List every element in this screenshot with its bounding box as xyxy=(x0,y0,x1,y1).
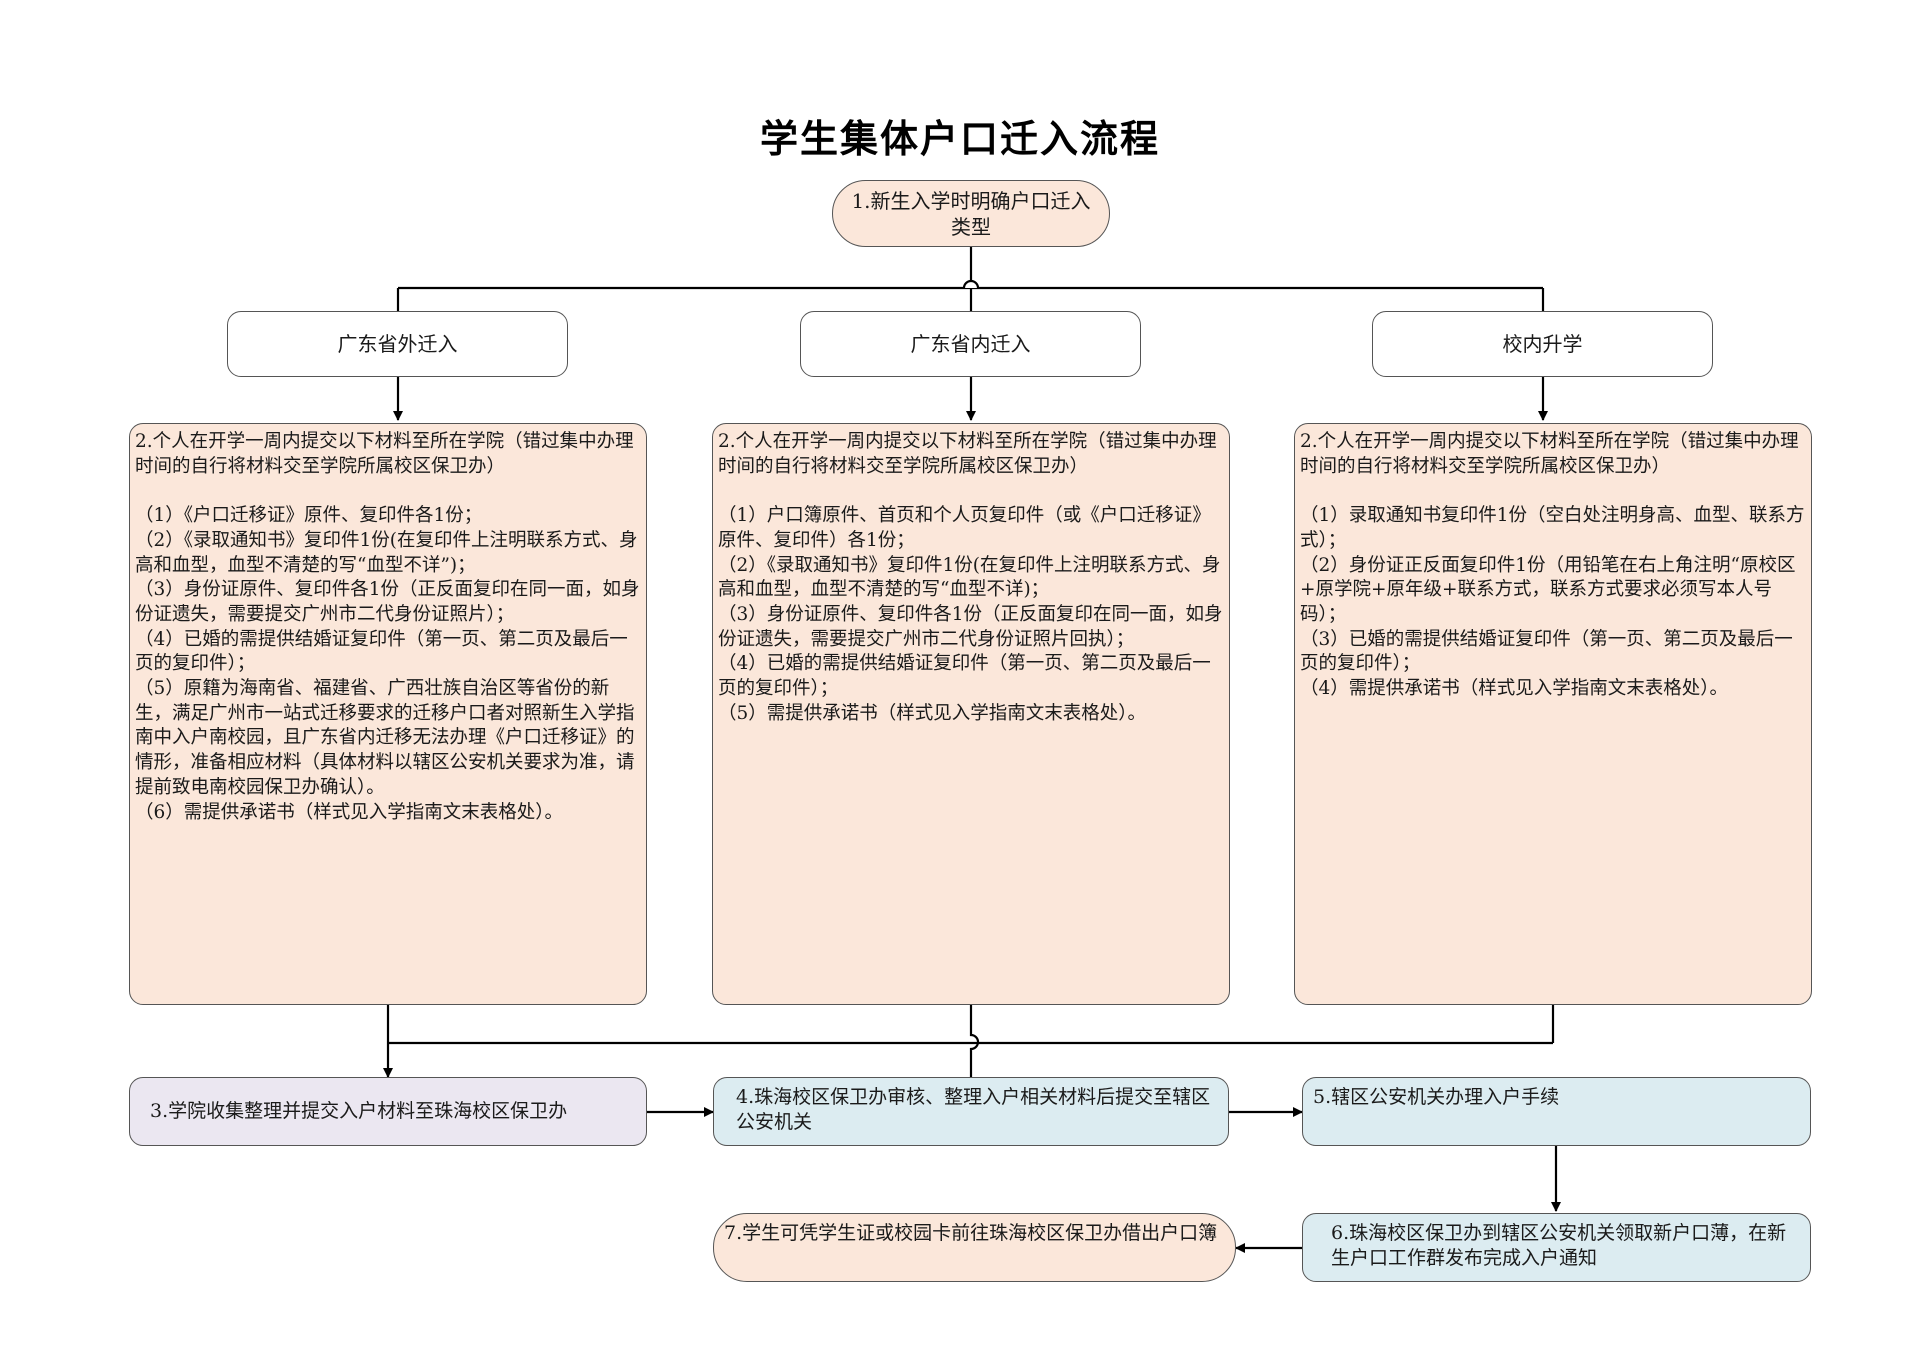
detail-item: （1）户口簿原件、首页和个人页复印件（或《户口迁移证》原件、复印件）各1份； xyxy=(718,505,1211,551)
detail-item: （4）已婚的需提供结婚证复印件（第一页、第二页及最后一页的复印件）； xyxy=(135,628,628,675)
step7-box: 7.学生可凭学生证或校园卡前往珠海校区保卫办借出户口簿 xyxy=(713,1213,1236,1282)
detail-box-campus: 2.个人在开学一周内提交以下材料至所在学院（错过集中办理时间的自行将材料交至学院… xyxy=(1294,423,1812,1005)
detail-item: （1）录取通知书复印件1份（空白处注明身高、血型、联系方式）； xyxy=(1300,505,1805,551)
category-label: 广东省内迁入 xyxy=(910,331,1031,356)
detail-item: （5）原籍为海南省、福建省、广西壮族自治区等省份的新生，满足广州市一站式迁移要求… xyxy=(135,678,635,798)
step1-box: 1.新生入学时明确户口迁入类型 xyxy=(832,180,1110,247)
detail-item: （3）已婚的需提供结婚证复印件（第一页、第二页及最后一页的复印件）； xyxy=(1300,628,1793,675)
detail-item: （2）《录取通知书》复印件1份(在复印件上注明联系方式、身高和血型，血型不清楚的… xyxy=(135,529,638,576)
connector-detail2-bus xyxy=(969,1005,980,1077)
detail-item: （5）需提供承诺书（样式见入学指南文末表格处）。 xyxy=(718,702,1147,724)
detail-header: 2.个人在开学一周内提交以下材料至所在学院（错过集中办理时间的自行将材料交至学院… xyxy=(135,431,634,477)
step5-box: 5.辖区公安机关办理入户手续 xyxy=(1302,1077,1811,1146)
detail-item: （2）身份证正反面复印件1份（用铅笔在右上角注明“原校区+原学院+原年级+联系方… xyxy=(1300,554,1796,625)
detail-item: （6）需提供承诺书（样式见入学指南文末表格处）。 xyxy=(135,801,564,823)
detail-header: 2.个人在开学一周内提交以下材料至所在学院（错过集中办理时间的自行将材料交至学院… xyxy=(718,431,1217,477)
category-label: 广东省外迁入 xyxy=(337,331,458,356)
category-campus-promotion: 校内升学 xyxy=(1372,311,1713,377)
detail-item: （3）身份证原件、复印件各1份（正反面复印在同一面，如身份证遗失，需要提交广州市… xyxy=(135,579,640,625)
detail-item: （4）需提供承诺书（样式见入学指南文末表格处）。 xyxy=(1300,678,1729,700)
step6-label: 6.珠海校区保卫办到辖区公安机关领取新户口薄，在新生户口工作群发布完成入户通知 xyxy=(1331,1222,1787,1269)
step4-label: 4.珠海校区保卫办审核、整理入户相关材料后提交至辖区公安机关 xyxy=(736,1086,1211,1133)
page-title: 学生集体户口迁入流程 xyxy=(759,117,1160,161)
detail-item: （3）身份证原件、复印件各1份（正反面复印在同一面，如身份证遗失，需要提交广州市… xyxy=(718,603,1223,650)
category-inside-guangdong: 广东省内迁入 xyxy=(800,311,1141,377)
step5-label: 5.辖区公安机关办理入户手续 xyxy=(1313,1086,1560,1108)
category-outside-guangdong: 广东省外迁入 xyxy=(227,311,568,377)
category-label: 校内升学 xyxy=(1502,331,1583,356)
step4-box: 4.珠海校区保卫办审核、整理入户相关材料后提交至辖区公安机关 xyxy=(713,1077,1229,1146)
step6-box: 6.珠海校区保卫办到辖区公安机关领取新户口薄，在新生户口工作群发布完成入户通知 xyxy=(1302,1213,1811,1282)
detail-item: （1）《户口迁移证》原件、复印件各1份； xyxy=(135,505,483,527)
detail-header: 2.个人在开学一周内提交以下材料至所在学院（错过集中办理时间的自行将材料交至学院… xyxy=(1300,431,1799,477)
step1-label: 1.新生入学时明确户口迁入类型 xyxy=(851,188,1091,239)
step3-box: 3.学院收集整理并提交入户材料至珠海校区保卫办 xyxy=(129,1077,647,1146)
detail-item: （2）《录取通知书》复印件1份(在复印件上注明联系方式、身高和血型，血型不清楚的… xyxy=(718,554,1221,601)
step3-label: 3.学院收集整理并提交入户材料至珠海校区保卫办 xyxy=(150,1100,568,1122)
detail-box-inside: 2.个人在开学一周内提交以下材料至所在学院（错过集中办理时间的自行将材料交至学院… xyxy=(712,423,1230,1005)
detail-box-outside: 2.个人在开学一周内提交以下材料至所在学院（错过集中办理时间的自行将材料交至学院… xyxy=(129,423,647,1005)
detail-item: （4）已婚的需提供结婚证复印件（第一页、第二页及最后一页的复印件）； xyxy=(718,653,1211,700)
step7-label: 7.学生可凭学生证或校园卡前往珠海校区保卫办借出户口簿 xyxy=(724,1222,1218,1244)
